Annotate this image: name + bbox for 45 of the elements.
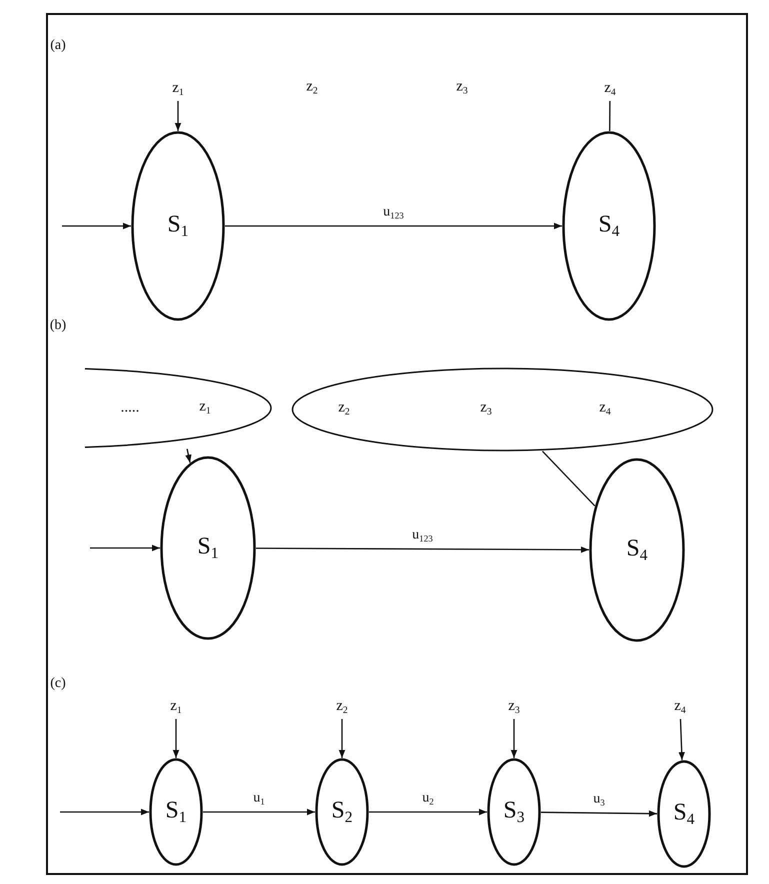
variable-label: z$_{1}$ <box>165 77 191 99</box>
variable-label: z$_{1}$ <box>163 695 189 717</box>
arrow <box>185 448 192 463</box>
arrow <box>510 719 518 758</box>
arrow <box>60 808 149 816</box>
connector-line <box>609 101 611 132</box>
variable-label: z$_{2}$ <box>306 80 318 96</box>
edge-label: u$_{123}$ <box>412 528 433 544</box>
state-label: S$_{1}$ <box>197 534 219 562</box>
arrow <box>203 808 315 816</box>
variable-label: z$_{4}$ <box>597 77 623 99</box>
variable-label: z$_{3}$ <box>480 400 492 418</box>
arrow <box>678 718 685 760</box>
panel-label: (b) <box>50 319 66 333</box>
panel-label: (a) <box>50 39 66 53</box>
panel-label: (c) <box>50 677 66 691</box>
state-label: S$_{1}$ <box>165 798 187 826</box>
arrow <box>62 222 131 230</box>
state-label: S$_{3}$ <box>503 798 525 826</box>
state-label: S$_{4}$ <box>598 212 620 240</box>
arrow <box>541 810 657 817</box>
state-label: S$_{1}$ <box>167 212 189 240</box>
arrow <box>369 808 487 816</box>
arrow <box>174 101 182 131</box>
edge-label: u$_{3}$ <box>593 792 605 808</box>
edge-label: u$_{123}$ <box>383 206 404 220</box>
variable-label: z$_{2}$ <box>329 695 355 717</box>
variable-label: z$_{2}$ <box>338 400 350 418</box>
variable-label: z$_{3}$ <box>456 80 468 96</box>
state-label: S$_{4}$ <box>626 536 648 564</box>
variable-label: z$_{4}$ <box>667 695 693 717</box>
variable-label: z$_{3}$ <box>501 695 527 717</box>
arrow <box>225 222 562 230</box>
arrow <box>256 546 589 553</box>
variable-label: ..... <box>120 400 140 416</box>
edge-label: u$_{1}$ <box>253 792 265 806</box>
connector-line <box>542 450 596 506</box>
arrow <box>90 544 160 552</box>
variable-label: z$_{4}$ <box>599 400 611 418</box>
edge-label: u$_{2}$ <box>422 792 434 806</box>
state-label: S$_{4}$ <box>673 800 695 828</box>
arrow <box>172 719 180 758</box>
variable-label: z$_{1}$ <box>199 400 211 416</box>
state-label: S$_{2}$ <box>331 798 353 826</box>
arrow <box>338 719 346 758</box>
